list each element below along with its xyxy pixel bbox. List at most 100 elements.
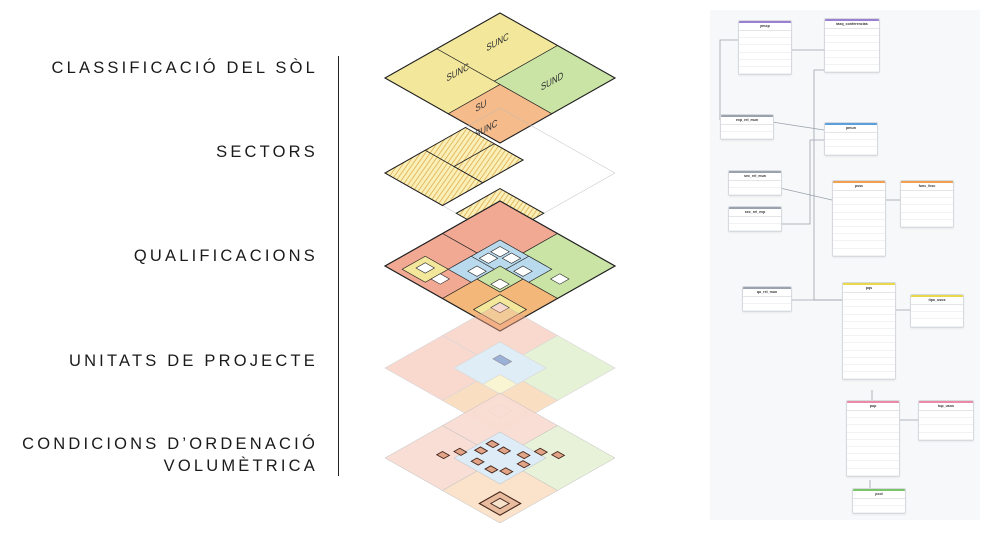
table-field-row: [833, 213, 885, 220]
table-field-row: [911, 305, 963, 313]
table-color-bar: [825, 123, 877, 125]
table-name: pmun: [825, 125, 877, 133]
table-field-row: [833, 227, 885, 235]
schema-table-t13[interactable]: tup_usos: [918, 400, 974, 441]
map-parcel: [490, 278, 510, 290]
building-volume: [489, 497, 511, 510]
table-field-row: [833, 241, 885, 249]
table-field-row: [833, 191, 885, 199]
schema-table-t4[interactable]: pmun: [824, 122, 878, 156]
table-field-row: [919, 425, 973, 433]
table-field-row: [833, 249, 885, 256]
table-name: sec_rel_exp: [729, 209, 781, 217]
table-field-row: [825, 36, 879, 44]
table-field-row: [901, 191, 953, 199]
map-parcel: [384, 149, 484, 206]
table-field-row: [847, 418, 899, 426]
table-color-bar: [833, 181, 885, 183]
table-field-row: [847, 433, 899, 440]
schema-table-t5[interactable]: sec_rel_mun: [728, 170, 782, 197]
table-field-row: [911, 312, 963, 320]
table-field-row: [739, 53, 791, 60]
schema-table-t6[interactable]: pssc: [832, 180, 886, 257]
table-name: pcol: [853, 491, 905, 499]
table-name: pmcp: [739, 23, 791, 31]
schema-table-t9[interactable]: qu_rel_mun: [742, 286, 792, 313]
table-field-row: [843, 322, 895, 329]
schema-table-t2[interactable]: taxq_conferencias: [824, 18, 880, 74]
map-parcel: [441, 302, 559, 369]
table-name: exp_rel_mun: [721, 117, 773, 125]
table-field-row: [901, 205, 953, 213]
table-field-row: [739, 60, 791, 67]
table-color-bar: [825, 19, 879, 21]
table-field-row: [739, 38, 791, 46]
layer-label-sectors: SECTORS: [216, 141, 318, 163]
table-field-row: [825, 43, 879, 51]
table-field-row: [847, 454, 899, 462]
table-field-row: [825, 29, 879, 37]
table-name: pssc: [833, 183, 885, 191]
table-name: tup_usos: [919, 403, 973, 411]
table-field-row: [843, 300, 895, 308]
schema-table-t8[interactable]: sec_rel_exp: [728, 206, 782, 233]
table-field-row: [843, 315, 895, 322]
table-field-row: [847, 425, 899, 433]
table-field-row: [825, 58, 879, 65]
table-field-row: [843, 343, 895, 351]
table-field-row: [843, 358, 895, 365]
map-parcel: [490, 246, 510, 258]
schema-table-t12[interactable]: pup: [846, 400, 900, 477]
table-name: tipo_usos: [911, 297, 963, 305]
map-parcel: [501, 252, 522, 264]
table-color-bar: [743, 287, 791, 289]
table-field-row: [847, 440, 899, 447]
table-field-row: [833, 205, 885, 213]
map-parcel: [384, 335, 501, 401]
schema-relation-line: [719, 39, 738, 120]
building-volume: [470, 457, 485, 466]
table-field-row: [729, 224, 781, 232]
table-field-row: [853, 506, 905, 514]
table-color-bar: [843, 283, 895, 285]
table-field-row: [825, 51, 879, 58]
table-field-row: [833, 198, 885, 206]
schema-table-t3[interactable]: exp_rel_mun: [720, 114, 774, 141]
table-field-row: [721, 125, 773, 133]
layer-label-unitats: UNITATS DE PROJECTE: [69, 350, 318, 372]
layer-label-condicions: CONDICIONS D’ORDENACIÓ VOLUMÈTRICA: [22, 433, 318, 477]
table-name: qu_rel_mun: [743, 289, 791, 297]
building-volume: [516, 460, 531, 469]
table-field-row: [739, 31, 791, 39]
layer-outline: [383, 200, 617, 332]
building-volume: [550, 450, 566, 460]
qualifications-layer: [383, 200, 617, 332]
table-field-row: [901, 213, 953, 220]
layer-label-line: SECTORS: [216, 143, 318, 161]
table-field-row: [853, 499, 905, 507]
land-class-label: SU: [475, 98, 486, 116]
schema-table-t10[interactable]: pqs: [842, 282, 896, 381]
layer-label-qualificacions: QUALIFICACIONS: [134, 245, 318, 267]
table-field-row: [825, 147, 877, 155]
schema-table-t1[interactable]: pmcp: [738, 20, 792, 76]
layer-label-line: QUALIFICACIONS: [133, 247, 318, 265]
table-field-row: [721, 132, 773, 140]
schema-relation-line: [771, 121, 825, 131]
map-parcel: [478, 252, 499, 264]
table-field-row: [729, 181, 781, 189]
map-parcel: [549, 273, 570, 285]
schema-table-t14[interactable]: pcol: [852, 488, 906, 515]
table-field-row: [847, 461, 899, 469]
schema-table-t11[interactable]: tipo_usos: [910, 294, 964, 328]
map-parcel: [490, 302, 510, 314]
schema-relation-line: [813, 69, 842, 301]
table-name: func_fcsc: [901, 183, 953, 191]
table-field-row: [901, 198, 953, 206]
layer-label-line: VOLUMÈTRICA: [163, 457, 318, 475]
schema-table-t7[interactable]: func_fcsc: [900, 180, 954, 228]
table-field-row: [825, 140, 877, 148]
table-field-row: [847, 469, 899, 476]
